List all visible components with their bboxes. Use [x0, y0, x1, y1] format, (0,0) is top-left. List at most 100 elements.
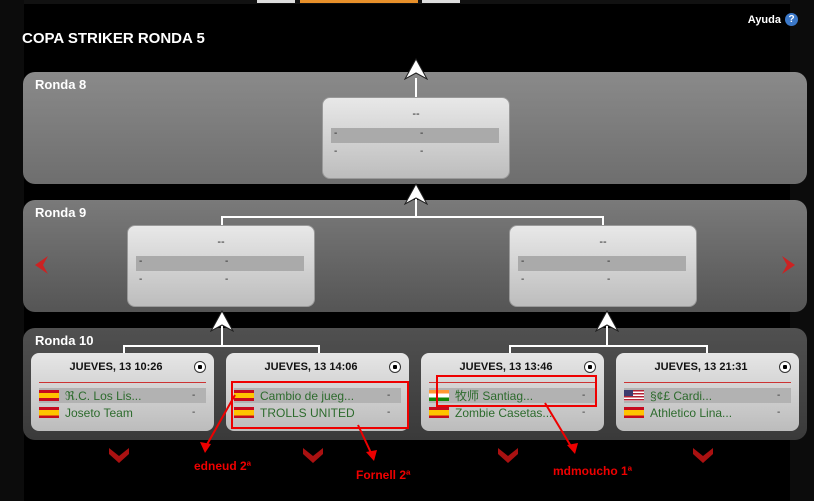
divider — [39, 382, 206, 383]
team-name[interactable]: §¢£ Cardi... — [650, 388, 713, 403]
semifinal-match-card-2[interactable]: -- -- -- — [509, 225, 697, 307]
soccer-ball-icon — [194, 361, 206, 373]
spain-flag-icon — [39, 407, 59, 418]
match-row: -- — [334, 146, 424, 157]
chevron-down-icon[interactable] — [692, 446, 714, 464]
team-score: - — [192, 407, 196, 418]
round-label: Ronda 9 — [35, 205, 87, 220]
round-label: Ronda 10 — [35, 333, 94, 348]
match-title: -- — [217, 236, 225, 248]
advance-arrow-icon — [210, 310, 234, 332]
team-name[interactable]: Joseto Team — [65, 405, 133, 420]
team-score: - — [582, 407, 586, 418]
spain-flag-icon — [39, 390, 59, 401]
top-tab-active[interactable] — [300, 0, 418, 3]
advance-arrow-icon — [404, 58, 428, 80]
team-name[interactable]: Zombie Casetas... — [455, 405, 553, 420]
chevron-down-icon[interactable] — [497, 446, 519, 464]
left-sidebar — [0, 0, 24, 501]
match-row: -- — [331, 128, 499, 143]
match-date: JUEVES, 13 21:31 — [654, 361, 748, 373]
spain-flag-icon — [429, 407, 449, 418]
connector-line — [415, 190, 417, 217]
page-title: COPA STRIKER RONDA 5 — [22, 30, 205, 47]
match-card-2[interactable]: JUEVES, 13 14:06 Cambio de jueg... - TROL… — [226, 353, 409, 431]
annotation-label: edneud 2ª — [194, 459, 252, 473]
team-row[interactable]: Athletico Lina... - — [624, 405, 791, 420]
match-row: -- — [521, 274, 611, 285]
team-name[interactable]: ℜ.C. Los Lis... — [65, 388, 142, 403]
team-row[interactable]: ℜ.C. Los Lis... - — [39, 388, 206, 403]
connector-line — [606, 318, 608, 346]
match-card-4[interactable]: JUEVES, 13 21:31 §¢£ Cardi... - Athletico… — [616, 353, 799, 431]
top-tab[interactable] — [257, 0, 295, 3]
connector-line — [318, 345, 320, 353]
match-date: JUEVES, 13 13:46 — [459, 361, 553, 373]
team-row[interactable]: Cambio de jueg... - — [234, 388, 401, 403]
soccer-ball-icon — [584, 361, 596, 373]
semifinal-match-card-1[interactable]: -- -- -- — [127, 225, 315, 307]
annotation-label: mdmoucho 1ª — [553, 464, 633, 478]
team-name[interactable]: Athletico Lina... — [650, 405, 733, 420]
team-row[interactable]: TROLLS UNITED - — [234, 405, 401, 420]
connector-line — [509, 345, 511, 353]
help-label: Ayuda — [747, 13, 781, 26]
team-score: - — [582, 390, 586, 401]
match-row: -- — [136, 256, 304, 271]
usa-flag-icon — [624, 390, 644, 401]
team-score: - — [777, 407, 781, 418]
spain-flag-icon — [234, 390, 254, 401]
match-card-3[interactable]: JUEVES, 13 13:46 牧师 Santiag... - Zombie C… — [421, 353, 604, 431]
help-link[interactable]: Ayuda ? — [748, 13, 798, 26]
final-match-card[interactable]: -- -- -- — [322, 97, 510, 179]
team-name[interactable]: TROLLS UNITED — [260, 405, 355, 420]
team-row[interactable]: Zombie Casetas... - — [429, 405, 596, 420]
spain-flag-icon — [624, 407, 644, 418]
advance-arrow-icon — [404, 183, 428, 205]
spain-flag-icon — [234, 407, 254, 418]
team-score: - — [387, 390, 391, 401]
team-row[interactable]: §¢£ Cardi... - — [624, 388, 791, 403]
connector-line — [602, 216, 604, 225]
round-label: Ronda 8 — [35, 77, 87, 92]
team-score: - — [387, 407, 391, 418]
connector-line — [123, 345, 125, 353]
team-name[interactable]: Cambio de jueg... — [260, 388, 355, 403]
match-card-1[interactable]: JUEVES, 13 10:26 ℜ.C. Los Lis... - Joseto… — [31, 353, 214, 431]
team-row[interactable]: Joseto Team - — [39, 405, 206, 420]
match-date: JUEVES, 13 14:06 — [264, 361, 358, 373]
next-arrow-icon[interactable] — [780, 255, 798, 275]
highlight-box — [436, 375, 597, 407]
annotation-label: Fornell 2ª — [356, 468, 411, 482]
chevron-down-icon[interactable] — [108, 446, 130, 464]
team-row[interactable]: 牧师 Santiag... - — [429, 388, 596, 403]
team-name[interactable]: 牧师 Santiag... — [455, 389, 534, 403]
connector-line — [221, 318, 223, 346]
match-title: -- — [412, 108, 420, 120]
team-score: - — [777, 390, 781, 401]
connector-line — [123, 345, 319, 347]
connector-line — [221, 216, 223, 225]
match-row: -- — [518, 256, 686, 271]
team-score: - — [192, 390, 196, 401]
connector-line — [706, 345, 708, 353]
chevron-down-icon[interactable] — [302, 446, 324, 464]
divider — [624, 382, 791, 383]
advance-arrow-icon — [595, 310, 619, 332]
soccer-ball-icon — [779, 361, 791, 373]
match-row: -- — [139, 274, 229, 285]
connector-line — [221, 216, 603, 218]
soccer-ball-icon — [389, 361, 401, 373]
divider — [429, 382, 596, 383]
match-title: -- — [599, 236, 607, 248]
help-icon[interactable]: ? — [785, 13, 798, 26]
connector-line — [415, 78, 417, 97]
previous-arrow-icon[interactable] — [32, 255, 50, 275]
match-date: JUEVES, 13 10:26 — [69, 361, 163, 373]
highlight-box — [231, 381, 409, 429]
india-flag-icon — [429, 390, 449, 401]
top-tab[interactable] — [422, 0, 460, 3]
connector-line — [509, 345, 707, 347]
